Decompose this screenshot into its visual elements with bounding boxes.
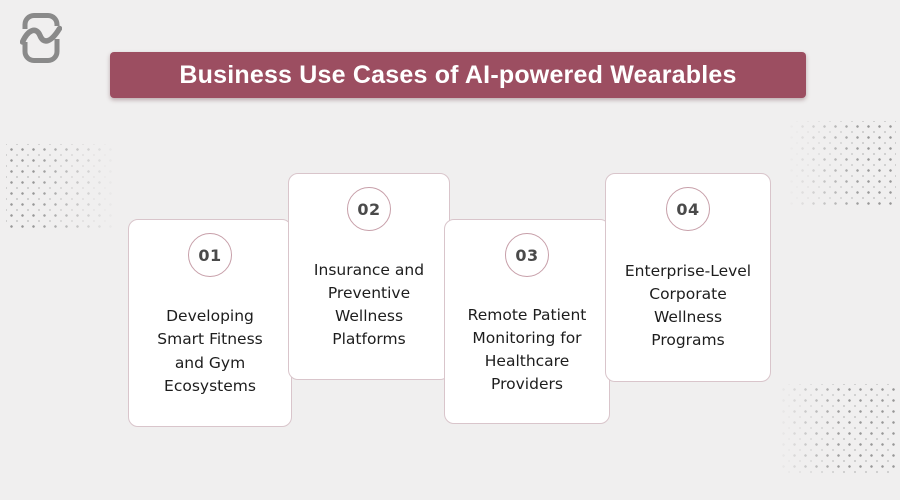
step-number: 02 — [357, 199, 381, 219]
dot-pattern-left — [6, 144, 118, 229]
title-banner: Business Use Cases of AI-powered Wearabl… — [110, 52, 806, 98]
step-number: 01 — [198, 245, 222, 265]
use-case-label: Enterprise-Level Corporate Wellness Prog… — [624, 261, 752, 350]
step-number-badge: 01 — [188, 233, 232, 277]
use-case-label: Remote Patient Monitoring for Healthcare… — [467, 305, 587, 394]
use-case-card-2: 02 Insurance and Preventive Wellness Pla… — [288, 173, 450, 380]
dot-pattern-right-top — [786, 121, 896, 206]
use-case-card-1: 01 Developing Smart Fitness and Gym Ecos… — [128, 219, 292, 427]
brand-logo-icon — [19, 13, 63, 63]
step-number-badge: 02 — [347, 187, 391, 231]
step-number: 04 — [676, 199, 700, 219]
use-case-label: Insurance and Preventive Wellness Platfo… — [313, 260, 425, 349]
use-case-card-3: 03 Remote Patient Monitoring for Healthc… — [444, 219, 610, 424]
step-number-badge: 04 — [666, 187, 710, 231]
use-case-label: Developing Smart Fitness and Gym Ecosyst… — [157, 307, 263, 395]
use-case-card-4: 04 Enterprise-Level Corporate Wellness P… — [605, 173, 771, 382]
step-number-badge: 03 — [505, 233, 549, 277]
dot-pattern-right-bottom — [778, 384, 896, 476]
step-number: 03 — [515, 245, 539, 265]
brand-logo — [19, 12, 63, 64]
page-title: Business Use Cases of AI-powered Wearabl… — [179, 60, 737, 89]
